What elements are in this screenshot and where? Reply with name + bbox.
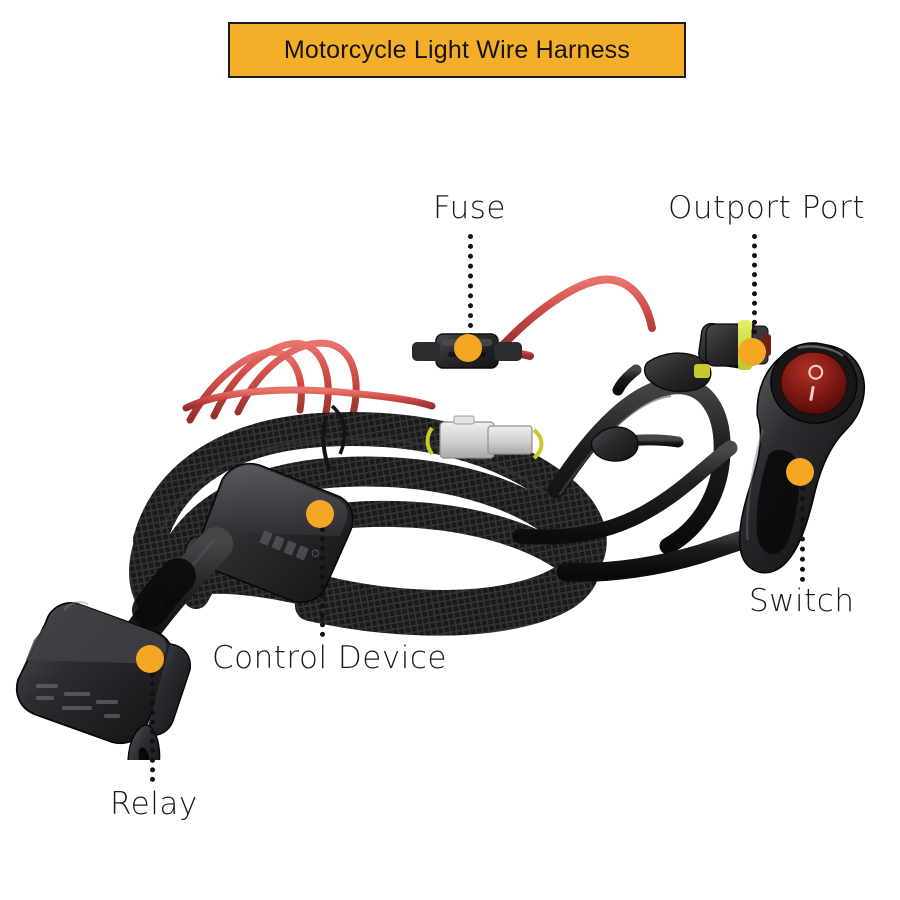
callout-marker-relay[interactable] (136, 645, 164, 673)
leader-line-outport-port (752, 234, 757, 344)
switch-off-mark (808, 364, 824, 380)
leader-line-switch (800, 486, 805, 582)
red-wire-loops (182, 339, 436, 424)
callout-label-outport-port: Outport Port (668, 190, 866, 226)
callout-label-relay: Relay (110, 786, 198, 822)
leader-line-relay (150, 672, 155, 782)
callout-marker-control-device[interactable] (306, 500, 334, 528)
callout-marker-fuse[interactable] (454, 334, 482, 362)
callout-marker-switch[interactable] (786, 458, 814, 486)
callout-label-fuse: Fuse (433, 190, 507, 226)
relay-label-etching (36, 684, 120, 718)
leader-line-control-device (320, 527, 325, 637)
relay (15, 601, 191, 760)
harness-illustration (0, 240, 900, 760)
harness-artwork (15, 275, 866, 760)
red-power-lead (496, 275, 656, 360)
title-banner: Motorcycle Light Wire Harness (228, 22, 686, 78)
white-connector (425, 415, 544, 460)
callout-label-control-device: Control Device (212, 640, 447, 676)
cable-tie (321, 404, 347, 471)
callout-label-switch: Switch (749, 583, 855, 619)
switch-on-mark (809, 386, 815, 401)
page-title: Motorcycle Light Wire Harness (283, 35, 631, 64)
control-device-branding (259, 530, 320, 561)
harness-branch-boot (590, 426, 639, 462)
leader-line-fuse (468, 234, 473, 338)
callout-marker-outport-port[interactable] (738, 338, 766, 366)
relay-side (145, 643, 191, 736)
